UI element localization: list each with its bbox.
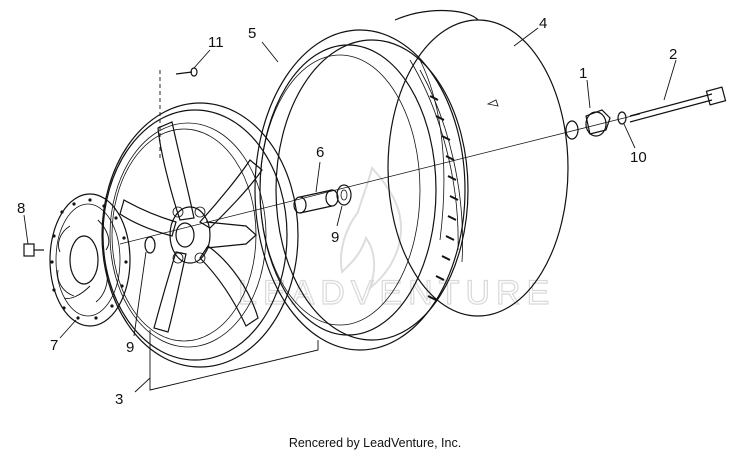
callout-3: 3 bbox=[115, 391, 123, 408]
callout-5: 5 bbox=[248, 25, 256, 42]
valve bbox=[175, 67, 198, 77]
callout-11: 11 bbox=[208, 34, 224, 51]
render-credit: Rencered by LeadVenture, Inc. bbox=[288, 436, 462, 450]
callout-2: 2 bbox=[669, 46, 677, 63]
brake-disc bbox=[49, 193, 131, 327]
callouts: 1 2 3 4 5 6 7 8 9 9 10 11 bbox=[17, 15, 677, 408]
tire bbox=[254, 29, 469, 351]
tire-tread bbox=[427, 95, 459, 301]
speedometer-drive bbox=[565, 109, 611, 140]
callout-1: 1 bbox=[579, 65, 587, 82]
wheel-spokes bbox=[119, 121, 263, 333]
axle bbox=[629, 86, 727, 123]
washer bbox=[617, 111, 627, 125]
bearing-left bbox=[144, 236, 156, 254]
watermark-text: LEADVENTURE bbox=[238, 274, 555, 312]
watermark-flame-logo bbox=[340, 165, 403, 291]
callout-9-left: 9 bbox=[126, 339, 134, 356]
disc-bolt bbox=[23, 243, 44, 257]
callout-8: 8 bbox=[17, 200, 25, 217]
wheel-hub bbox=[169, 206, 257, 264]
watermark: LEADVENTURE bbox=[237, 165, 555, 313]
callout-6: 6 bbox=[316, 144, 324, 161]
callout-9-right: 9 bbox=[331, 229, 339, 246]
wheel-rim bbox=[101, 102, 299, 368]
callout-10: 10 bbox=[630, 149, 647, 166]
spacer bbox=[293, 189, 339, 214]
group-bracket bbox=[149, 330, 319, 391]
bearing-right bbox=[336, 184, 352, 206]
inner-tube bbox=[387, 10, 569, 317]
callout-7: 7 bbox=[50, 337, 58, 354]
callout-4: 4 bbox=[539, 15, 547, 32]
axis-line bbox=[119, 113, 641, 245]
leader-lines bbox=[23, 27, 677, 393]
